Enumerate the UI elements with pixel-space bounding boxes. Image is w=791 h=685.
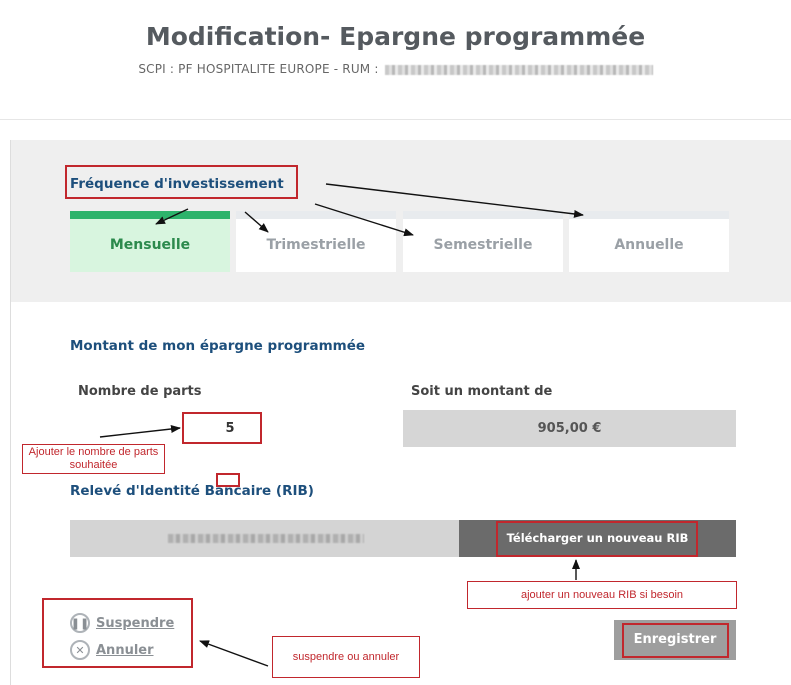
rib-field: [70, 520, 459, 557]
highlight-save: [622, 623, 729, 658]
suspend-label[interactable]: Suspendre: [96, 615, 175, 631]
rib-title: Relevé d'Identité Bancaire (RIB): [70, 483, 314, 499]
tab-trimestrielle[interactable]: Trimestrielle: [236, 211, 396, 272]
save-button[interactable]: Enregistrer: [614, 620, 736, 660]
shares-label: Nombre de parts: [78, 384, 202, 399]
cancel-label[interactable]: Annuler: [96, 642, 154, 658]
pause-icon: ❚❚: [70, 613, 90, 633]
cancel-link[interactable]: ✕ Annuler: [70, 639, 154, 661]
redacted-iban: [168, 534, 364, 543]
note-rib: ajouter un nouveau RIB si besoin: [467, 581, 737, 609]
page-subtitle: SCPI : PF HOSPITALITE EUROPE - RUM :: [0, 62, 791, 76]
page-header: Modification- Epargne programmée SCPI : …: [0, 0, 791, 120]
note-actions: suspendre ou annuler: [272, 636, 420, 678]
amount-title: Montant de mon épargne programmée: [70, 338, 366, 354]
page-title: Modification- Epargne programmée: [145, 22, 646, 51]
highlight-upload-rib: [496, 521, 698, 557]
upload-rib-button[interactable]: Télécharger un nouveau RIB: [459, 520, 736, 557]
tab-annuelle[interactable]: Annuelle: [569, 211, 729, 272]
tab-mensuelle[interactable]: Mensuelle: [70, 211, 230, 272]
subtitle-text: SCPI : PF HOSPITALITE EUROPE - RUM :: [138, 62, 383, 76]
tab-semestrielle[interactable]: Semestrielle: [403, 211, 563, 272]
note-shares: Ajouter le nombre de parts souhaitée: [22, 444, 165, 474]
highlight-frequency-title: [65, 165, 298, 199]
highlight-marker: [216, 473, 240, 487]
highlight-shares-input: [182, 412, 262, 444]
shares-value[interactable]: 5: [225, 421, 235, 436]
close-icon: ✕: [70, 640, 90, 660]
amount-label: Soit un montant de: [411, 384, 553, 399]
amount-value: 905,00 €: [403, 410, 736, 447]
frequency-title: Fréquence d'investissement: [70, 176, 284, 192]
highlight-actions: [42, 598, 193, 668]
redacted-rum: [384, 64, 653, 75]
suspend-link[interactable]: ❚❚ Suspendre: [70, 612, 174, 634]
